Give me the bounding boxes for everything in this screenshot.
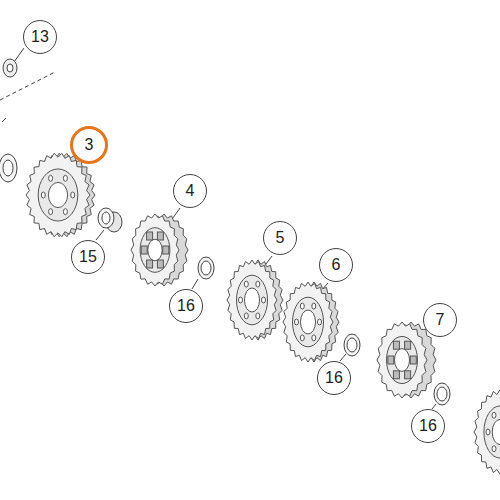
callout-number: 4 bbox=[186, 182, 195, 200]
gear-bore bbox=[301, 310, 316, 334]
callout-circle: 15 bbox=[71, 240, 105, 274]
gear-hole bbox=[63, 175, 67, 181]
gear-hole bbox=[41, 192, 45, 198]
gear-hole bbox=[486, 429, 490, 435]
gear-dog bbox=[147, 232, 153, 240]
gear-dog bbox=[405, 371, 411, 379]
gear-hole bbox=[49, 209, 53, 215]
gear-hole bbox=[256, 281, 260, 287]
callout-number: 3 bbox=[85, 136, 94, 154]
callout-number: 7 bbox=[436, 311, 445, 329]
callout-circle: 16 bbox=[317, 361, 351, 395]
callout-circle: 16 bbox=[169, 289, 203, 323]
callout-circle: 13 bbox=[23, 20, 57, 54]
gear-hole bbox=[295, 319, 299, 325]
callout-circle: 6 bbox=[319, 248, 353, 282]
gear-teeth bbox=[26, 153, 90, 236]
callout-circle: 3 bbox=[70, 126, 108, 164]
gear-web bbox=[293, 297, 324, 347]
callout-circle: 5 bbox=[263, 221, 297, 255]
gear bbox=[377, 322, 436, 398]
callout-number: 16 bbox=[177, 297, 195, 315]
gear-hole bbox=[492, 446, 496, 452]
callout-number: 13 bbox=[31, 28, 49, 46]
gear-hole bbox=[300, 335, 304, 341]
callout-number: 5 bbox=[276, 229, 285, 247]
gear-dog bbox=[393, 371, 399, 379]
gear-web bbox=[387, 336, 418, 383]
callout-number: 16 bbox=[325, 369, 343, 387]
callout-circle: 16 bbox=[411, 409, 445, 443]
gear-hole bbox=[49, 175, 53, 181]
gear-bore bbox=[245, 288, 260, 312]
gear-hole bbox=[63, 209, 67, 215]
callout-number: 15 bbox=[79, 248, 97, 266]
callout-number: 16 bbox=[419, 417, 437, 435]
gear-hole bbox=[256, 313, 260, 319]
gear-dog bbox=[141, 246, 147, 254]
gear bbox=[26, 153, 95, 236]
callout-circle: 7 bbox=[423, 303, 457, 337]
gear-teeth bbox=[474, 390, 500, 474]
gear-hole bbox=[312, 335, 316, 341]
gear-dog bbox=[163, 246, 169, 254]
gear-web bbox=[140, 228, 170, 273]
gear-dog bbox=[393, 341, 399, 349]
gear bbox=[131, 214, 188, 286]
gear-hole bbox=[244, 313, 248, 319]
callout-number: 6 bbox=[332, 256, 341, 274]
gear-web bbox=[38, 169, 78, 221]
gear-hole bbox=[244, 281, 248, 287]
gear-hole bbox=[262, 297, 266, 303]
gear-bore bbox=[492, 419, 500, 444]
gear-dog bbox=[388, 356, 394, 364]
gear-bore bbox=[148, 239, 162, 261]
gear-teeth bbox=[377, 322, 427, 398]
gear bbox=[227, 260, 283, 340]
gear-web bbox=[484, 406, 500, 458]
gear-teeth bbox=[227, 260, 277, 340]
gear-hole bbox=[71, 192, 75, 198]
gear-dog bbox=[410, 356, 416, 364]
gear-hole bbox=[492, 412, 496, 418]
callout-circle: 4 bbox=[173, 174, 207, 208]
gear-dog bbox=[147, 260, 153, 268]
gear-web bbox=[237, 275, 268, 325]
gear-dog bbox=[157, 232, 163, 240]
gear-dog bbox=[405, 341, 411, 349]
gear bbox=[283, 282, 339, 362]
gear-bore bbox=[395, 349, 410, 372]
gear-hole bbox=[300, 303, 304, 309]
gear-hole bbox=[318, 319, 322, 325]
gear bbox=[474, 390, 500, 474]
gear-bore bbox=[48, 182, 67, 207]
gear-hole bbox=[239, 297, 243, 303]
gear-hole bbox=[312, 303, 316, 309]
gear-teeth bbox=[131, 214, 179, 286]
gear-dog bbox=[157, 260, 163, 268]
gear-teeth bbox=[283, 282, 333, 362]
